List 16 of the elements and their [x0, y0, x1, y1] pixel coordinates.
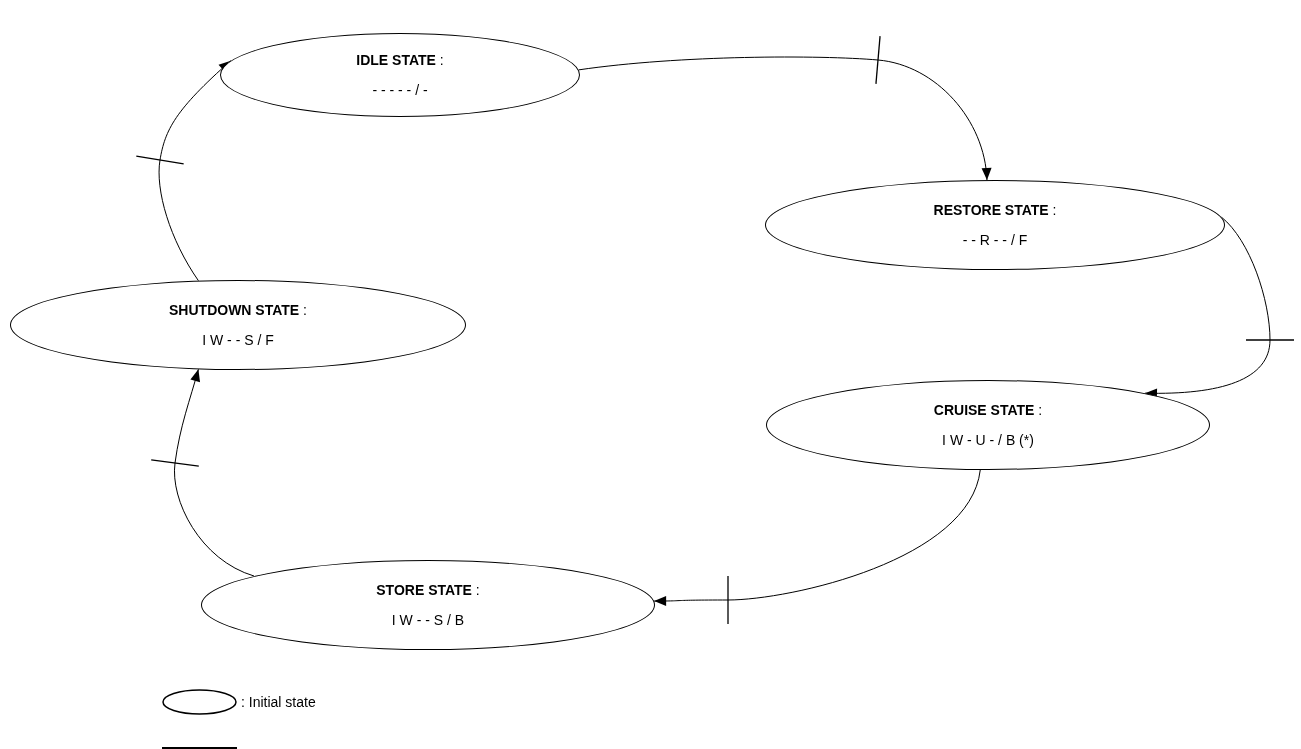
state-name: RESTORE STATE :	[933, 203, 1057, 217]
state-output: I W - U - / B (*)	[942, 433, 1034, 447]
state-output: - - - - - / -	[372, 83, 428, 97]
transition-arrow	[1144, 216, 1294, 397]
legend-text: : Initial state	[241, 692, 316, 712]
state-output: I W - - S / F	[202, 333, 274, 347]
transition-arrow	[578, 36, 992, 181]
state-name: STORE STATE :	[376, 583, 480, 597]
transition-arrow	[136, 60, 232, 282]
state-output: I W - - S / B	[391, 613, 465, 627]
transition-arrow	[151, 368, 255, 577]
state-name: CRUISE STATE :	[933, 403, 1043, 417]
state-output: - - R - - / F	[962, 233, 1028, 247]
state-name: SHUTDOWN STATE :	[169, 303, 307, 317]
transition-arrow	[653, 469, 981, 624]
state-name: IDLE STATE :	[356, 53, 444, 67]
